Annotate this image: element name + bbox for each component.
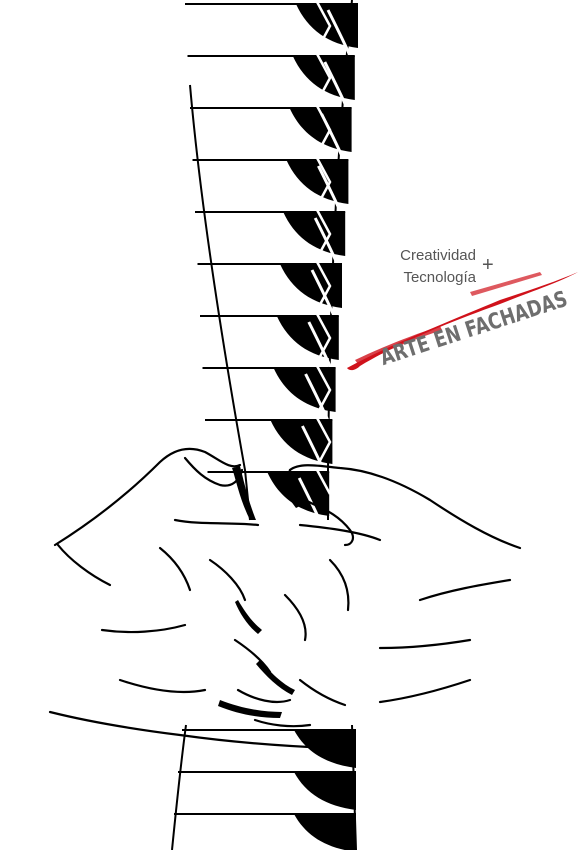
tower-fin	[202, 368, 336, 412]
tower-fin	[192, 160, 349, 204]
tower-fin-lower	[182, 730, 356, 768]
tower-fin-highlight	[304, 373, 329, 421]
tower-fin	[200, 316, 339, 360]
tower-fin	[187, 56, 355, 100]
tower-fin-highlight	[326, 9, 352, 57]
red-brush-splatter-2	[470, 272, 542, 296]
tower-fin-lower	[174, 814, 356, 850]
red-brush-splatter	[355, 326, 442, 364]
tower-fin	[190, 108, 352, 152]
tower-fin-highlight	[317, 165, 342, 213]
tower-fin-highlight	[307, 321, 333, 369]
tower-zigzag	[314, 0, 332, 495]
tagline-creatividad: Creatividad	[400, 247, 476, 264]
tower-fin-highlight	[313, 217, 339, 265]
tower-fin	[195, 212, 346, 256]
tower-fin-highlight	[301, 425, 326, 473]
red-brush-stroke	[347, 272, 578, 371]
tower-edge-left-bottom	[171, 724, 187, 850]
tower-fin-lower	[178, 772, 356, 810]
plus-sign: +	[482, 254, 494, 276]
hands-icon	[48, 447, 522, 750]
tower-fin	[185, 4, 358, 48]
tower-fin-highlight	[323, 61, 349, 109]
tower-fin	[197, 264, 342, 308]
tower-edge-left	[189, 84, 251, 521]
tower-fin	[205, 420, 333, 464]
tagline-tecnologia: Tecnología	[403, 269, 476, 286]
hands-shadow	[218, 466, 302, 718]
tower-fin	[207, 472, 330, 516]
